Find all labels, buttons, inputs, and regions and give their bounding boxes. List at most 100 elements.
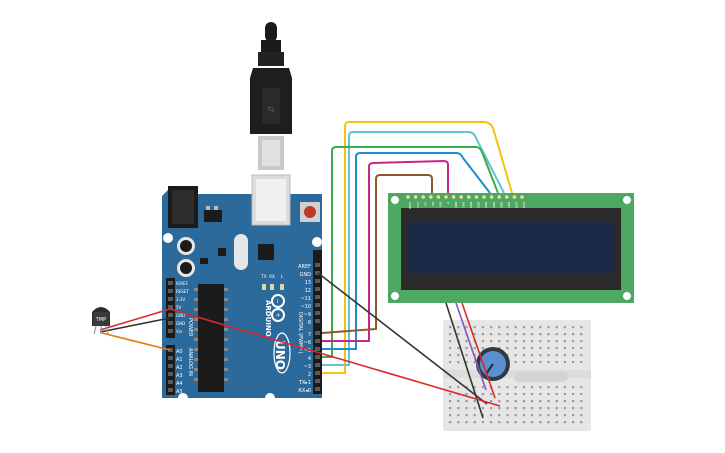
svg-text:−: − <box>274 298 281 303</box>
breadboard-hole <box>531 400 534 403</box>
arduino-logo: − + <box>271 294 285 322</box>
breadboard-hole <box>465 393 468 396</box>
lcd-pin <box>429 195 433 199</box>
breadboard-hole <box>514 393 517 396</box>
wire-cyan <box>322 131 505 366</box>
digital-pin-4: 4 <box>308 356 311 362</box>
breadboard-hole <box>449 340 452 343</box>
digital-pin-10: ~10 <box>300 304 311 310</box>
lcd-pin <box>421 195 426 199</box>
breadboard-hole <box>547 414 550 417</box>
breadboard-hole <box>473 414 476 417</box>
lcd-pin <box>467 195 471 199</box>
breadboard-hole <box>498 326 501 329</box>
breadboard-hole <box>498 407 501 410</box>
breadboard-hole <box>539 347 542 350</box>
breadboard-hole <box>580 347 583 350</box>
breadboard-hole <box>449 326 452 329</box>
wire-yellow <box>322 121 513 374</box>
wire-green <box>322 146 499 358</box>
wire-magenta <box>322 159 449 342</box>
breadboard-hole <box>572 340 575 343</box>
digital-pin-11: ~11 <box>300 296 311 302</box>
lcd-pin <box>505 195 509 199</box>
breadboard-hole <box>498 333 501 336</box>
breadboard-hole <box>498 421 501 424</box>
usb-cable: ⇆ <box>250 22 292 170</box>
breadboard-hole <box>506 326 509 329</box>
breadboard-hole <box>490 414 493 417</box>
breadboard-hole <box>498 414 501 417</box>
lcd-pin <box>482 195 486 199</box>
lcd-pin <box>459 195 464 199</box>
breadboard-hole <box>481 347 484 350</box>
breadboard-hole <box>514 414 517 417</box>
breadboard-hole <box>547 407 550 410</box>
breadboard-hole <box>514 354 517 357</box>
breadboard-hole <box>563 386 566 389</box>
breadboard-hole <box>449 354 452 357</box>
breadboard-hole <box>473 333 476 336</box>
breadboard-hole <box>547 340 550 343</box>
breadboard-hole <box>506 414 509 417</box>
breadboard-hole <box>490 340 493 343</box>
svg-text:⇆: ⇆ <box>267 105 275 115</box>
breadboard-hole <box>547 354 550 357</box>
breadboard-hole <box>522 421 525 424</box>
digital-pin-0: RX◂0 <box>298 388 311 394</box>
lcd-pin <box>444 195 448 199</box>
lcd-pin-label: DB7 <box>507 202 511 208</box>
lcd-pin <box>451 195 456 199</box>
breadboard-hole <box>465 414 468 417</box>
wire-black-gnd-arduino <box>317 272 488 405</box>
digital-pin-3: ~3 <box>304 364 311 370</box>
lcd-pin <box>436 195 441 199</box>
breadboard-hole <box>539 386 542 389</box>
breadboard-hole <box>580 407 583 410</box>
breadboard-hole <box>506 354 509 357</box>
breadboard-hole <box>531 386 534 389</box>
led-label-l: L <box>281 274 284 279</box>
digital-pin-2: 2 <box>308 372 311 378</box>
lcd-pin-label: V0 <box>423 202 427 206</box>
breadboard-hole <box>506 400 509 403</box>
breadboard-hole <box>531 326 534 329</box>
wire-blue <box>322 152 491 350</box>
lcd-pin-label: DB0 <box>454 202 458 208</box>
breadboard-hole <box>539 333 542 336</box>
breadboard-hole <box>506 340 509 343</box>
breadboard-hole <box>481 333 484 336</box>
breadboard-hole <box>465 361 468 364</box>
lcd-pin-label: RS <box>431 202 435 206</box>
breadboard-hole <box>563 414 566 417</box>
wire-red-lcd <box>461 302 496 399</box>
breadboard-hole <box>457 333 460 336</box>
breadboard-hole <box>490 333 493 336</box>
breadboard-hole <box>457 421 460 424</box>
lcd-pin <box>489 195 494 199</box>
arduino-model-label: UNO <box>273 340 287 370</box>
wire-red-5v <box>99 308 171 331</box>
breadboard-hole <box>498 386 501 389</box>
breadboard-hole <box>555 400 558 403</box>
breadboard-hole <box>449 361 452 364</box>
lcd-pin <box>520 195 524 199</box>
breadboard-hole <box>473 386 476 389</box>
breadboard-hole <box>547 386 550 389</box>
breadboard-hole <box>506 386 509 389</box>
breadboard-hole <box>555 414 558 417</box>
digital-pin-5: ~5 <box>304 348 311 354</box>
lcd-pin-label: DB3 <box>477 202 481 208</box>
breadboard-hole <box>555 326 558 329</box>
breadboard-hole <box>580 421 583 424</box>
breadboard-hole <box>522 361 525 364</box>
breadboard-hole <box>506 347 509 350</box>
breadboard-hole <box>522 407 525 410</box>
lcd-screen <box>408 221 613 273</box>
breadboard-hole <box>539 414 542 417</box>
breadboard-hole <box>465 421 468 424</box>
analog-pin-a2: A2 <box>176 365 183 371</box>
breadboard-hole <box>498 393 501 396</box>
breadboard-hole <box>547 326 550 329</box>
